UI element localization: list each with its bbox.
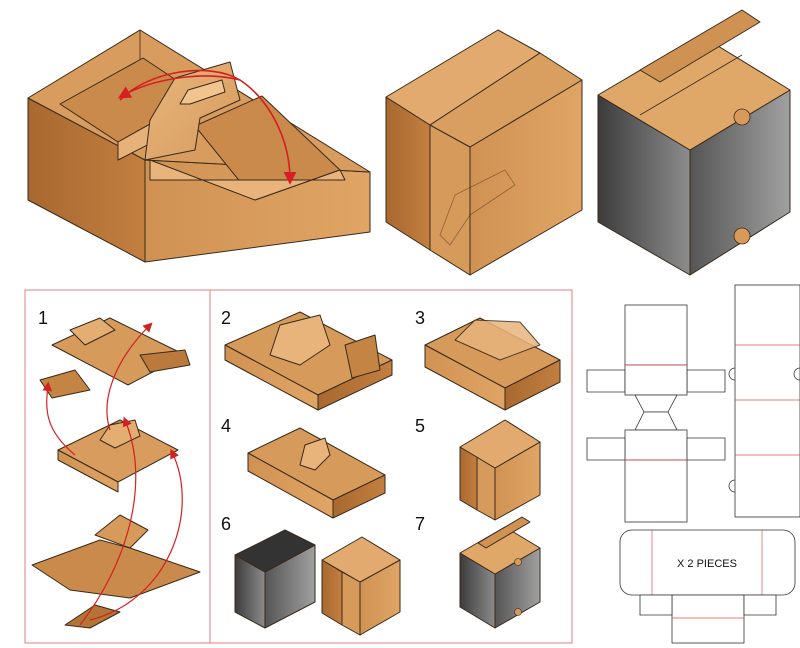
step-number-1: 1 [38, 308, 48, 328]
step-6-sleeve-and-box [234, 529, 401, 636]
step-number-4: 4 [221, 416, 231, 436]
step-number-6: 6 [221, 514, 231, 534]
step-7-finished-box [459, 516, 541, 629]
finished-box-dark-sleeve [597, 9, 791, 276]
step-5-box-clear-sleeve [459, 419, 541, 521]
step-number-2: 2 [221, 308, 231, 328]
step-4-tray-with-handle [247, 427, 386, 519]
step-2-unfolded-tray [224, 311, 393, 411]
step-1-assembly [31, 317, 201, 629]
box-with-clear-sleeve [385, 29, 583, 276]
step-number-3: 3 [415, 308, 425, 328]
dieline-tray [586, 304, 726, 523]
pieces-label: X 2 PIECES [677, 558, 737, 570]
steps-frame [24, 289, 573, 644]
step-number-7: 7 [415, 514, 425, 534]
dieline-insert: X 2 PIECES [619, 529, 796, 644]
step-number-5: 5 [415, 416, 425, 436]
open-tray-with-handle [27, 29, 371, 263]
dieline-sleeve [728, 284, 800, 518]
step-3-tray-divider [424, 317, 561, 411]
